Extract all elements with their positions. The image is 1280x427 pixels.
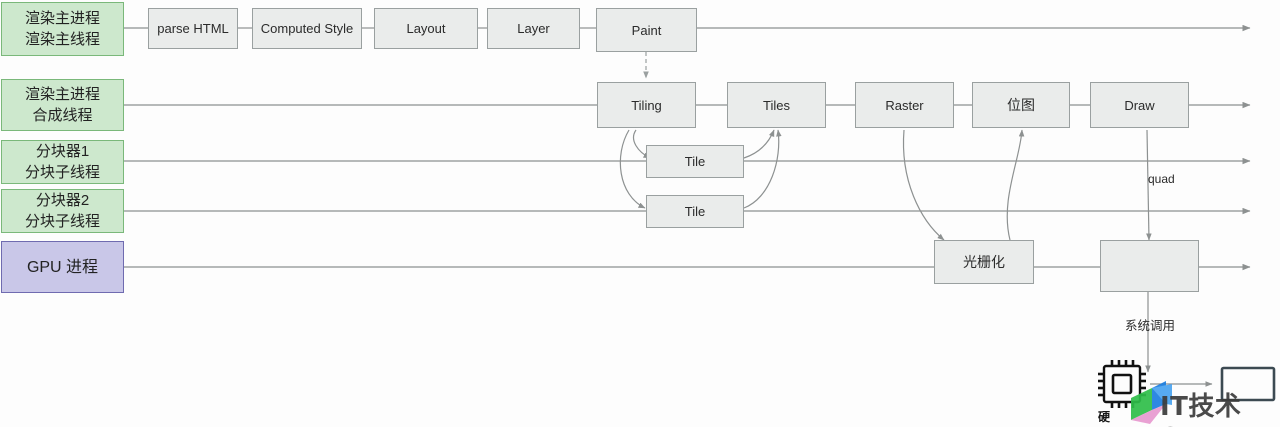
node-parse-html[interactable]: parse HTML [148,8,238,49]
wire-tiling-to-tile2 [619,129,646,209]
node-raster[interactable]: Raster [855,82,954,128]
node-layer[interactable]: Layer [487,8,580,49]
node-tiling[interactable]: Tiling [597,82,696,128]
node-computed-style[interactable]: Computed Style [252,8,362,49]
node-gpu-output[interactable] [1100,240,1199,292]
watermark-text: IT技术6HU [1160,392,1242,427]
lane-line-2: 渲染主线程 [24,31,100,48]
lane-line-2: 分块子线程 [24,213,100,230]
node-tile-2[interactable]: Tile [646,195,744,228]
lane-line-1: GPU 进程 [26,258,99,276]
lane-label-tile-worker-1: 分块器1 分块子线程 [1,140,124,184]
lane-label-tile-worker-2: 分块器2 分块子线程 [1,189,124,233]
wire-raster-to-rasterize [902,129,945,241]
hardware-chip-label: 硬 [1098,410,1111,424]
wire-tile2-to-tiles [743,129,782,209]
watermark: IT技术6HU [1160,386,1280,427]
node-bitmap[interactable]: 位图 [972,82,1070,128]
wire-rasterize-to-bitmap [1006,129,1025,241]
lane-line-1: 分块器2 [35,192,90,209]
edge-label-quad: quad [1148,172,1175,186]
node-tiles[interactable]: Tiles [727,82,826,128]
lane-label-compositor: 渲染主进程 合成线程 [1,79,124,131]
node-tile-1[interactable]: Tile [646,145,744,178]
lane-line-1: 渲染主进程 [24,10,100,27]
node-rasterize[interactable]: 光栅化 [934,240,1034,284]
lane-line-1: 渲染主进程 [24,86,100,103]
node-layout[interactable]: Layout [374,8,478,49]
node-paint[interactable]: Paint [596,8,697,52]
edge-label-syscall: 系统调用 [1125,319,1176,333]
lane-line-2: 合成线程 [32,107,93,124]
lane-line-2: 分块子线程 [24,164,100,181]
lane-label-renderer-main: 渲染主进程 渲染主线程 [1,2,124,56]
lane-line-1: 分块器1 [35,143,90,160]
node-draw[interactable]: Draw [1090,82,1189,128]
wire-tile1-to-tiles [743,129,775,159]
lane-label-gpu-process: GPU 进程 [1,241,124,293]
cpu-chip-icon [1098,360,1146,408]
